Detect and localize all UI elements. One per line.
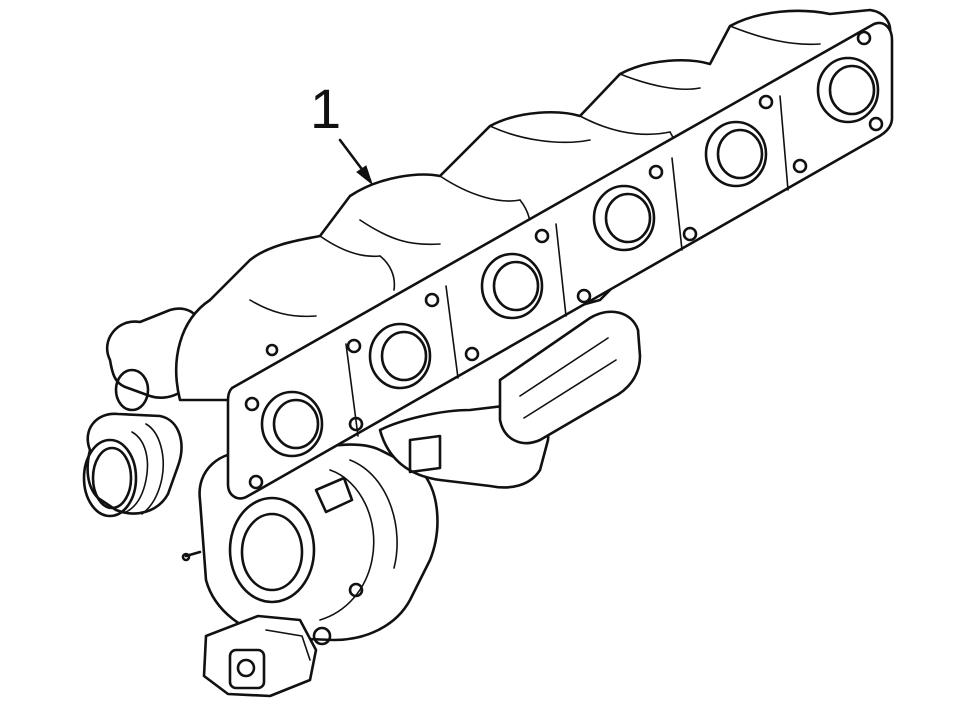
exhaust-port — [260, 390, 324, 458]
bolt-hole — [348, 416, 364, 432]
runner-seam-2 — [319, 235, 381, 258]
runner-seam-8 — [729, 25, 821, 46]
exhaust-port — [480, 252, 544, 320]
exhaust-port — [592, 184, 656, 252]
outlet-ring-line — [125, 431, 149, 513]
manifold-flange — [226, 21, 894, 500]
bolt-hole — [464, 346, 480, 362]
bolt-hole — [792, 158, 808, 174]
pipe-line-2 — [523, 359, 617, 419]
bolt-hole — [576, 288, 592, 304]
bolt-hole — [856, 30, 872, 46]
exhaust-manifold-turbocharger — [174, 8, 892, 402]
runner-seam-5 — [489, 125, 591, 144]
wastegate-actuator — [202, 614, 318, 698]
runner-seam-3 — [359, 219, 441, 246]
turbine-outlet-ring — [228, 496, 316, 604]
compressor-inlet-port — [114, 368, 150, 412]
outlet-ring-line-2 — [141, 423, 164, 515]
bracket — [408, 434, 442, 474]
runner-seam-6 — [579, 115, 671, 136]
bolt-hole — [248, 474, 264, 490]
bolt-hole — [534, 228, 550, 244]
runner-bulge — [379, 255, 396, 291]
compressor-outlet-inner — [91, 446, 133, 510]
bolt-hole — [648, 164, 664, 180]
turbine-scroll-line — [319, 469, 375, 621]
manifold-runners — [174, 8, 892, 402]
bolt-hole — [346, 338, 362, 354]
housing-bolt-2 — [312, 626, 332, 646]
runner-seam-7 — [619, 73, 701, 91]
runner-boss — [265, 343, 279, 357]
flange-divider — [345, 343, 359, 437]
exhaust-port — [816, 56, 880, 124]
bolt-hole — [868, 116, 884, 132]
bolt-hole — [244, 396, 260, 412]
runner-seam-4 — [439, 175, 521, 202]
turbine-outlet-bore — [240, 512, 304, 592]
callout-1[interactable]: 1 — [310, 77, 374, 186]
flange-divider-3 — [555, 223, 567, 317]
actuator-connector — [228, 648, 266, 690]
bolt-hole — [758, 94, 774, 110]
housing-bolt — [348, 582, 364, 598]
stud-end — [181, 552, 191, 562]
turbine-scroll-line-2 — [349, 459, 398, 569]
actuator-connector-pin — [236, 658, 256, 678]
bolt-hole — [682, 226, 698, 242]
compressor-outlet-opening — [82, 438, 138, 518]
exhaust-port — [368, 322, 432, 390]
actuator-edge — [265, 629, 311, 661]
bolt-hole — [424, 292, 440, 308]
bracket-2 — [314, 476, 354, 514]
turbocharger-assembly — [82, 307, 642, 698]
flange-divider-5 — [779, 95, 789, 191]
flange-divider-2 — [445, 285, 459, 379]
callout-number: 1 — [310, 77, 341, 140]
exhaust-port — [704, 120, 768, 188]
flange-divider-4 — [671, 157, 683, 251]
runner-seam — [249, 299, 317, 318]
pipe-line — [519, 337, 609, 397]
callout-arrowhead — [356, 165, 374, 186]
